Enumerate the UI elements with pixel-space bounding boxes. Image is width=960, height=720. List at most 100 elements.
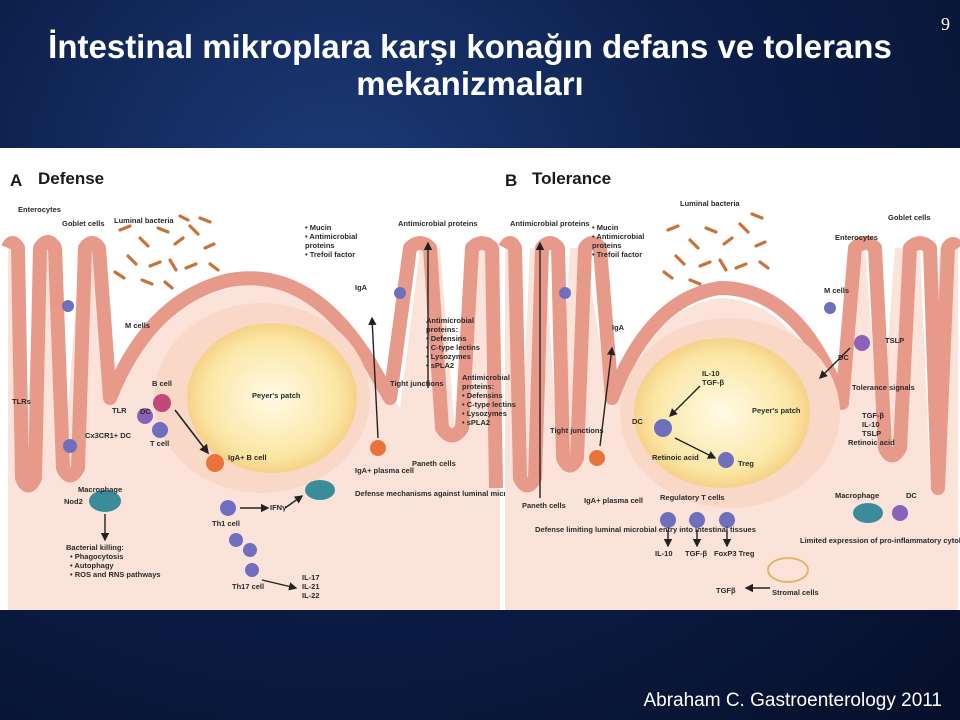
peyers-patch-b bbox=[634, 338, 810, 488]
label-goblet-cells-b: Goblet cells bbox=[888, 213, 931, 222]
th17-cell-a-2 bbox=[243, 543, 257, 557]
panel-b-tolerance: B Tolerance bbox=[462, 169, 960, 610]
label-defense-limiting-b: Defense limiting luminal microbial entry… bbox=[535, 525, 756, 534]
cx3cr1-dc-a bbox=[63, 439, 77, 453]
label-foxp3-treg-b: FoxP3 Treg bbox=[714, 549, 755, 558]
macrophage-b bbox=[853, 503, 883, 523]
label-cx3cr1-dc-a: Cx3CR1+ DC bbox=[85, 431, 132, 440]
label-luminal-bacteria-b: Luminal bacteria bbox=[680, 199, 740, 208]
label-macrophage-a: Macrophage bbox=[78, 485, 122, 494]
arrow-il10-dc bbox=[669, 385, 701, 417]
activated-macrophage-a bbox=[305, 480, 335, 500]
label-tlrs-a: TLRs bbox=[12, 397, 31, 406]
page-number: 9 bbox=[941, 14, 950, 34]
stromal-cells-b bbox=[767, 557, 809, 583]
dc-cell-b bbox=[654, 419, 672, 437]
iga-plasma-cell-b bbox=[589, 450, 605, 466]
citation: Abraham C. Gastroenterology 2011 bbox=[643, 690, 942, 711]
label-dc-a: DC bbox=[140, 407, 151, 416]
label-luminal-bacteria-a: Luminal bacteria bbox=[114, 216, 174, 225]
label-limited-expression-b: Limited expression of pro-inflammatory c… bbox=[800, 536, 960, 545]
label-iga-plasma-cell-b: IgA+ plasma cell bbox=[584, 496, 643, 505]
label-tight-junctions-b: Tight junctions bbox=[550, 426, 604, 435]
arrow-iga-secretion-a bbox=[368, 316, 379, 439]
paneth-list-a: Antimicrobial proteins: • Defensins • C-… bbox=[426, 316, 482, 370]
label-antimicrobial-proteins-a: Antimicrobial proteins bbox=[398, 219, 478, 228]
epithelium-a bbox=[1, 235, 503, 493]
arrow-tslp bbox=[819, 347, 851, 379]
secretions-list-a: • Mucin • Antimicrobial proteins • Trefo… bbox=[305, 223, 359, 259]
label-treg-b: Treg bbox=[738, 459, 754, 468]
label-defense-mechanisms-a: Defense mechanisms against luminal micro… bbox=[355, 489, 524, 498]
reg-t-cell-3 bbox=[719, 512, 735, 528]
treg-cell-b bbox=[718, 452, 734, 468]
figure-panel: A Defense bbox=[0, 148, 960, 610]
panel-a-heading: Defense bbox=[38, 169, 104, 188]
defense-tolerance-diagram: A Defense bbox=[1, 169, 960, 610]
secretions-list-b: • Mucin • Antimicrobial proteins • Trefo… bbox=[592, 223, 646, 259]
label-iga-b-cell-a: IgA+ B cell bbox=[228, 453, 267, 462]
arrow-iga-secretion-b bbox=[599, 346, 616, 447]
lymphocyte-b bbox=[559, 287, 571, 299]
panel-b-heading: Tolerance bbox=[532, 169, 611, 188]
label-enterocytes-a: Enterocytes bbox=[18, 205, 61, 214]
b-cell-a bbox=[153, 394, 171, 412]
luminal-bacteria-a bbox=[113, 214, 220, 290]
label-peyers-patch-a: Peyer's patch bbox=[252, 391, 301, 400]
iga-plasma-cell-a bbox=[370, 440, 386, 456]
label-stromal-cells-b: Stromal cells bbox=[772, 588, 819, 597]
label-th1-cell-a: Th1 cell bbox=[212, 519, 240, 528]
reg-t-cell-1 bbox=[660, 512, 676, 528]
label-dc-top-b: DC bbox=[838, 353, 849, 362]
label-il10-b: IL-10 bbox=[655, 549, 673, 558]
macrophage-a bbox=[89, 490, 121, 512]
slide-title: İntestinal mikroplara karşı konağın defa… bbox=[0, 28, 940, 102]
label-m-cells-b: M cells bbox=[824, 286, 849, 295]
il-list-a: IL-17 IL-21 IL-22 bbox=[302, 573, 322, 600]
t-cell-a bbox=[152, 422, 168, 438]
dc-cell-a bbox=[137, 408, 153, 424]
iga-b-cell-a bbox=[206, 454, 224, 472]
panel-a-letter: A bbox=[10, 171, 22, 190]
il10-tgf-list-b: IL-10 TGF-β bbox=[702, 369, 724, 387]
arrow-ifn-macrophage bbox=[284, 495, 304, 509]
label-iga-b: IgA bbox=[612, 323, 625, 332]
title-line-2: mekanizmaları bbox=[356, 65, 584, 102]
label-nod2-a: Nod2 bbox=[64, 497, 83, 506]
label-iga-a: IgA bbox=[355, 283, 368, 292]
label-ifn-a: IFNγ bbox=[270, 503, 287, 512]
label-t-cell-a: T cell bbox=[150, 439, 169, 448]
killing-list-a: Bacterial killing: • Phagocytosis • Auto… bbox=[66, 543, 161, 579]
label-goblet-cells-a: Goblet cells bbox=[62, 219, 105, 228]
label-iga-plasma-cell-a: IgA+ plasma cell bbox=[355, 466, 414, 475]
dc-cell-bottom-b bbox=[892, 505, 908, 521]
arrow-th17-il bbox=[261, 579, 298, 591]
label-paneth-cells-b: Paneth cells bbox=[522, 501, 566, 510]
label-b-cell-a: B cell bbox=[152, 379, 172, 388]
th17-cell-a-3 bbox=[245, 563, 259, 577]
label-tgfb-stromal-b: TGFβ bbox=[716, 586, 736, 595]
arrow-bcell-to-iga bbox=[174, 409, 209, 455]
label-m-cells-a: M cells bbox=[125, 321, 150, 330]
label-tgfb-b: TGF-β bbox=[685, 549, 707, 558]
title-line-1: İntestinal mikroplara karşı konağın defa… bbox=[48, 28, 892, 65]
lymphocyte-a bbox=[394, 287, 406, 299]
m-cell-lymphocyte-b bbox=[824, 302, 836, 314]
label-antimicrobial-proteins-b: Antimicrobial proteins bbox=[510, 219, 590, 228]
m-cell-lymphocyte-a bbox=[62, 300, 74, 312]
label-dc-b: DC bbox=[632, 417, 643, 426]
label-dc-bottom-b: DC bbox=[906, 491, 917, 500]
panel-b-letter: B bbox=[505, 171, 517, 190]
label-regulatory-t-cells-b: Regulatory T cells bbox=[660, 493, 725, 502]
label-retinoic-acid-b: Retinoic acid bbox=[652, 453, 699, 462]
label-tolerance-signals-b: Tolerance signals bbox=[852, 383, 915, 392]
th17-cell-a-1 bbox=[229, 533, 243, 547]
tolerance-list-b: TGF-β IL-10 TSLP Retinoic acid bbox=[848, 411, 895, 447]
label-peyers-patch-b: Peyer's patch bbox=[752, 406, 801, 415]
label-paneth-cells-a: Paneth cells bbox=[412, 459, 456, 468]
arrow-dc-treg bbox=[674, 437, 717, 459]
label-macrophage-b: Macrophage bbox=[835, 491, 879, 500]
paneth-list-b: Antimicrobial proteins: • Defensins • C-… bbox=[462, 373, 518, 427]
label-tlr-a: TLR bbox=[112, 406, 127, 415]
dc-cell-top-b bbox=[854, 335, 870, 351]
